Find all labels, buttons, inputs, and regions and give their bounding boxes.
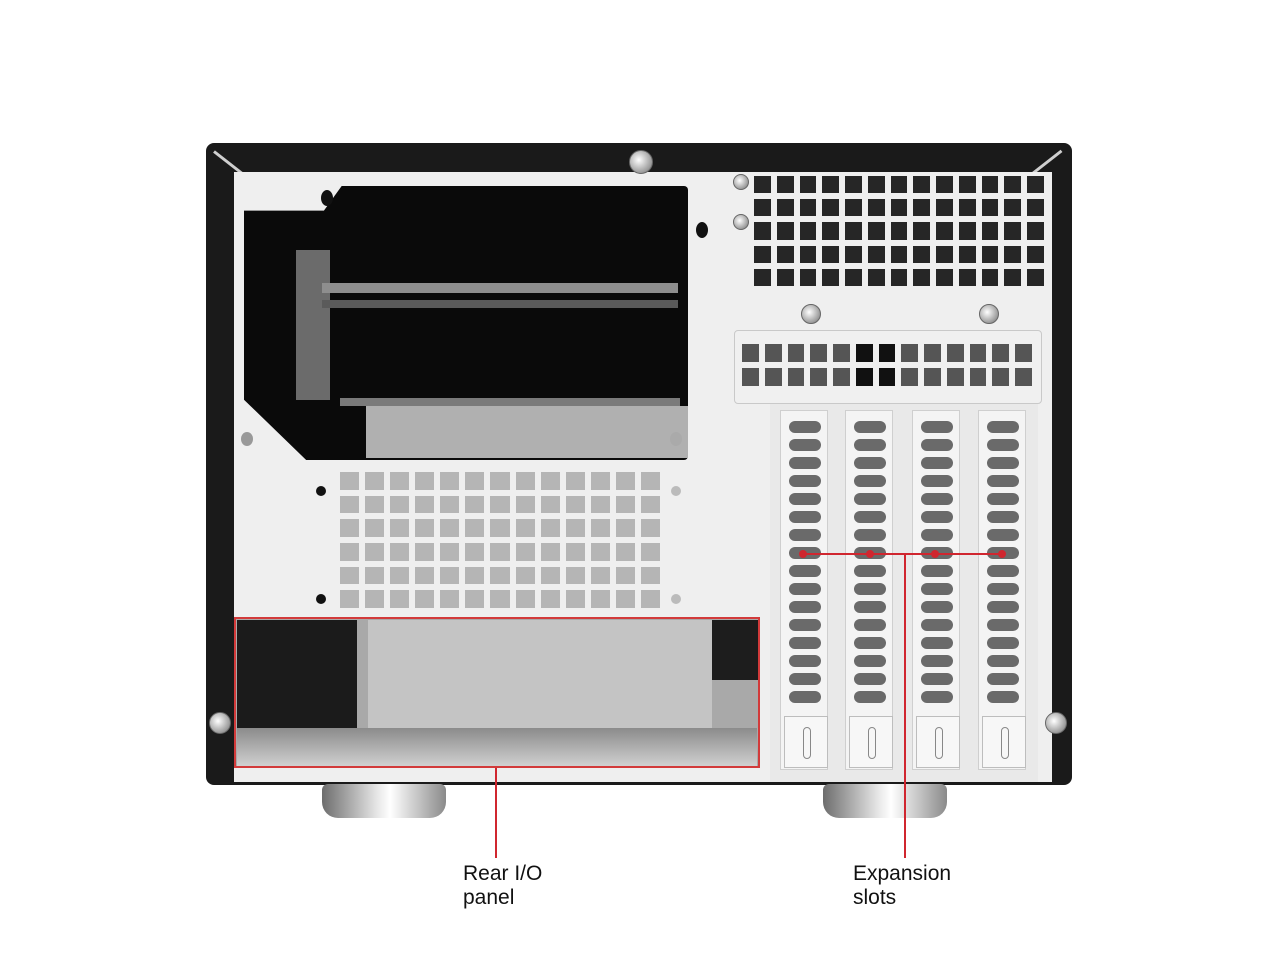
case-foot <box>322 784 446 818</box>
mount-hole <box>696 222 708 238</box>
mount-hole <box>321 190 333 206</box>
psu-rail <box>322 300 678 308</box>
mount-hole <box>241 432 253 446</box>
expansion-slot-cover <box>845 410 893 770</box>
slot-tab <box>982 716 1026 768</box>
io-gap <box>712 620 758 680</box>
psu-rail <box>322 283 678 293</box>
bracket-vent <box>742 344 1032 386</box>
psu-bracket <box>296 250 330 400</box>
fan-vent-grille <box>754 176 1044 286</box>
mount-hole <box>316 594 326 604</box>
thumbscrew-icon <box>209 712 231 734</box>
slot-tab <box>784 716 828 768</box>
mount-hole <box>316 486 326 496</box>
thumbscrew-icon <box>629 150 653 174</box>
callout-line-expansion-v <box>904 553 906 858</box>
label-line: panel <box>463 886 515 909</box>
io-floor <box>237 728 757 766</box>
io-backplate <box>368 620 712 728</box>
callout-line-expansion-h <box>803 553 1003 555</box>
screw-icon <box>733 214 749 230</box>
expansion-slot-cover <box>912 410 960 770</box>
callout-dot <box>866 550 874 558</box>
screw-icon <box>801 304 821 324</box>
slot-tab <box>916 716 960 768</box>
callout-dot <box>799 550 807 558</box>
expansion-slot-cover <box>978 410 1026 770</box>
slot-tab <box>849 716 893 768</box>
label-rear-io: Rear I/O panel <box>463 862 542 910</box>
callout-dot <box>931 550 939 558</box>
label-line: Expansion <box>853 862 952 885</box>
psu-support <box>366 406 688 458</box>
mount-hole <box>670 432 682 446</box>
label-expansion-slots: Expansion slots <box>853 862 951 910</box>
psu-rail <box>340 398 680 406</box>
screw-icon <box>733 174 749 190</box>
callout-dot <box>998 550 1006 558</box>
screw-icon <box>979 304 999 324</box>
thumbscrew-icon <box>1045 712 1067 734</box>
callout-line-rear-io <box>495 768 497 858</box>
expansion-slot-cover <box>780 410 828 770</box>
label-line: slots <box>853 886 897 909</box>
mount-hole <box>671 594 681 604</box>
slot-retention-bracket <box>734 330 1042 404</box>
vent-grille <box>340 472 660 608</box>
label-line: Rear I/O <box>463 862 543 885</box>
rear-io-outline <box>234 617 760 768</box>
case-foot <box>823 784 947 818</box>
mount-hole <box>671 486 681 496</box>
